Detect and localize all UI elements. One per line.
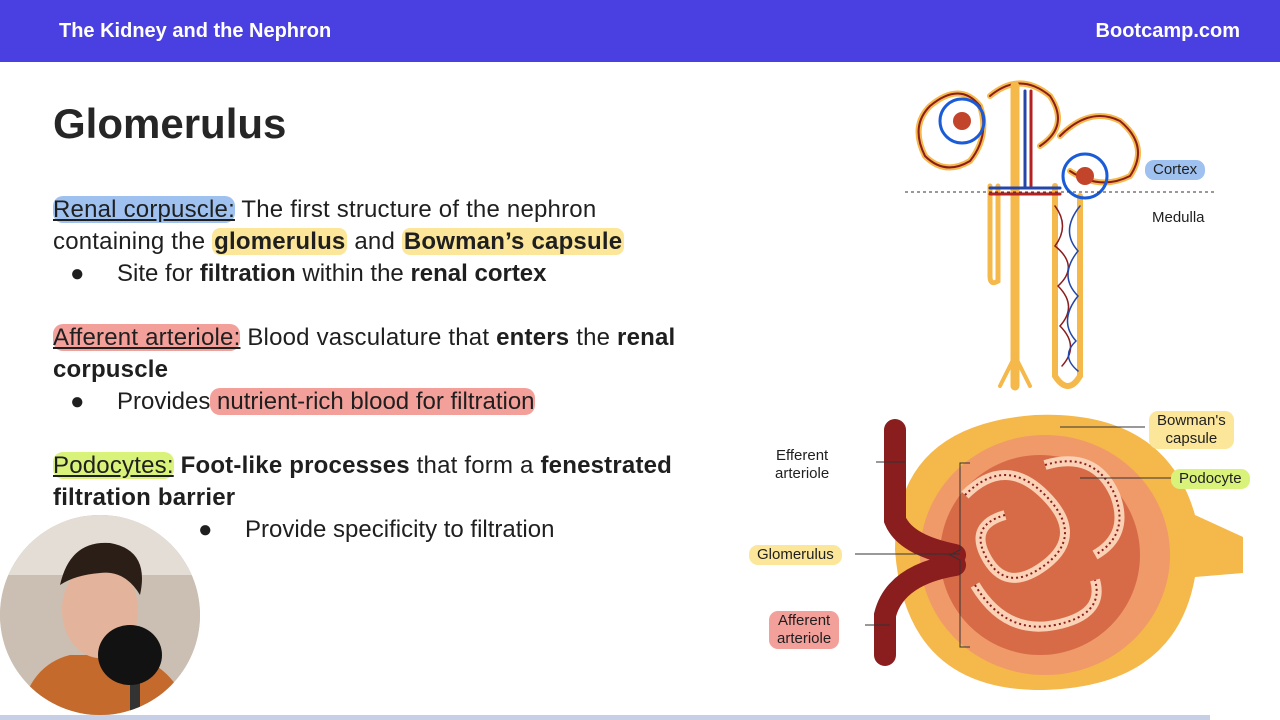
renal-and: and: [347, 228, 402, 255]
afferent-label-line-2: arteriole: [777, 630, 832, 647]
progress-bar: [0, 715, 1210, 720]
glomerulus-illustration: [855, 414, 1243, 690]
afferent-term: Afferent arteriole:: [53, 324, 241, 351]
afferent-bold-1: enters: [496, 324, 570, 351]
medulla-label: Medulla: [1152, 209, 1205, 226]
lecture-title: The Kidney and the Nephron: [59, 20, 332, 42]
podocytes-text-1: that form a: [409, 452, 541, 479]
renal-text-1: The first structure of the nephron: [234, 196, 597, 223]
glomerulus-diagram: Efferent arteriole Bowman's capsule Podo…: [745, 405, 1265, 700]
podocytes-bullet-text: Provide specificity to filtration: [245, 516, 555, 543]
afferent-arteriole-label: Afferent arteriole: [769, 611, 840, 649]
podocyte-label: Podocyte: [1171, 469, 1250, 489]
brand-name: Bootcamp.com: [1095, 20, 1240, 42]
presenter-webcam: [0, 515, 200, 715]
glomerulus-label: Glomerulus: [749, 545, 842, 565]
podocytes-term: Podocytes:: [53, 452, 174, 479]
afferent-line-1: Afferent arteriole: Blood vasculature th…: [53, 324, 675, 352]
afferent-text-1: Blood vasculature that: [240, 324, 497, 351]
podocytes-bold-3: filtration barrier: [53, 484, 236, 511]
podocytes-bullet: ● Provide specificity to filtration: [198, 516, 554, 544]
afferent-label-line-1: Afferent: [777, 612, 831, 629]
afferent-line-2: corpuscle: [53, 356, 168, 384]
afferent-bullet: ● Provides nutrient-rich blood for filtra…: [70, 388, 535, 416]
podocytes-bold-2: fenestrated: [540, 452, 673, 479]
podocytes-line-2: filtration barrier: [53, 484, 235, 512]
renal-bullet-bold-1: filtration: [199, 260, 296, 287]
bowman-capsule-label: Bowman's capsule: [1149, 411, 1234, 449]
renal-bullet-bold-2: renal cortex: [410, 260, 547, 287]
bullet-dot: ●: [70, 260, 85, 287]
renal-corpuscle-line-2: containing the glomerulus and Bowman’s c…: [53, 228, 625, 256]
renal-text-2: containing the: [53, 228, 213, 255]
renal-bullet-mid: within the: [295, 260, 411, 287]
afferent-bullet-highlight: nutrient-rich blood for filtration: [210, 388, 535, 415]
header-bar: The Kidney and the Nephron Bootcamp.com: [0, 0, 1280, 62]
efferent-label-line-1: Efferent: [775, 447, 829, 464]
renal-bullet: ● Site for filtration within the renal co…: [70, 260, 547, 288]
bullet-dot: ●: [198, 516, 213, 543]
renal-corpuscle-term: Renal corpuscle:: [53, 196, 235, 223]
podocytes-line-1: Podocytes: Foot-like processes that form…: [53, 452, 672, 480]
nephron-diagram: Cortex Medulla: [900, 66, 1230, 396]
afferent-text-2: the: [569, 324, 618, 351]
cortex-label: Cortex: [1145, 160, 1206, 180]
bowman-label-line-1: Bowman's: [1157, 412, 1226, 429]
afferent-bold-3: corpuscle: [53, 356, 169, 383]
renal-bullet-text: Site for: [117, 260, 200, 287]
efferent-arteriole-label: Efferent arteriole: [775, 447, 829, 483]
efferent-label-line-2: arteriole: [775, 465, 830, 482]
podocytes-bold-1: Foot-like processes: [173, 452, 410, 479]
presenter-image: [0, 515, 200, 715]
afferent-bold-2: renal: [617, 324, 676, 351]
nephron-illustration: [905, 80, 1215, 391]
bowman-term: Bowman’s capsule: [401, 228, 625, 255]
renal-corpuscle-line-1: Renal corpuscle: The first structure of …: [53, 196, 596, 224]
afferent-bullet-text: Provides: [117, 388, 211, 415]
page-title: Glomerulus: [53, 100, 287, 147]
bullet-dot: ●: [70, 388, 85, 415]
glomerulus-term: glomerulus: [212, 228, 348, 255]
bowman-label-line-2: capsule: [1165, 430, 1218, 447]
